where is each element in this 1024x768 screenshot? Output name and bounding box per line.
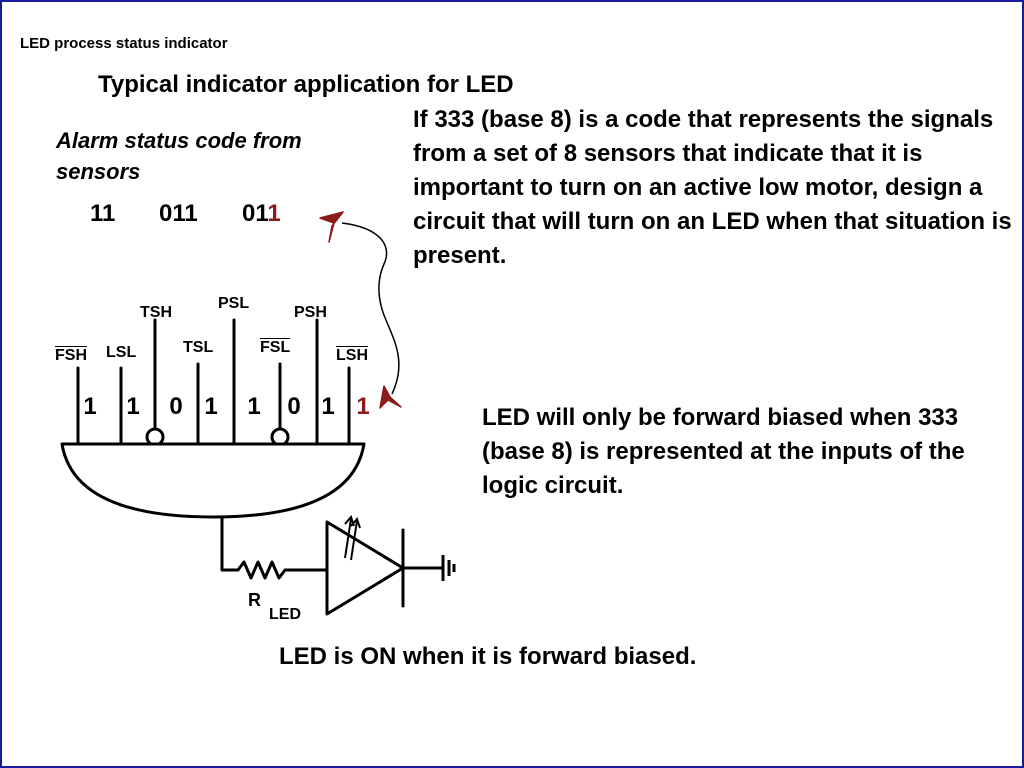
light-emission-arrows — [344, 515, 361, 561]
alarm-code-group-1: 11 — [90, 200, 116, 227]
arrow-to-alarm-code-icon — [319, 211, 344, 243]
sensor-label-tsl: TSL — [183, 339, 214, 356]
alarm-code-group-3: 011 — [242, 200, 281, 228]
led-on-note: LED is ON when it is forward biased. — [279, 643, 697, 670]
resistor-label: R — [248, 590, 261, 610]
slide-title: Typical indicator application for LED — [98, 71, 514, 98]
problem-statement: If 333 (base 8) is a code that represent… — [413, 106, 1012, 269]
arrow-to-input-bit-icon — [379, 385, 402, 409]
input-bit-6: 0 — [287, 393, 301, 420]
slide-header: LED process status indicator — [20, 35, 228, 52]
input-bit-3: 0 — [169, 393, 183, 420]
input-bit-2: 1 — [126, 393, 140, 420]
and-gate-body — [60, 442, 366, 519]
input-bit-7: 1 — [321, 393, 335, 420]
sensor-label-lsh: LSH — [336, 347, 368, 364]
gate-output-wire — [220, 515, 240, 572]
sensor-label-fsl: FSL — [260, 339, 291, 356]
led-diode-symbol — [325, 520, 405, 616]
alarm-status-label: Alarm status code from sensors — [56, 128, 302, 184]
sensor-label-lsl: LSL — [106, 344, 137, 361]
led-forward-bias-note: LED will only be forward biased when 333… — [482, 404, 965, 499]
input-bit-5: 1 — [247, 393, 261, 420]
connector-curve — [341, 222, 400, 395]
sensor-label-psh: PSH — [294, 304, 327, 321]
input-bit-4: 1 — [204, 393, 218, 420]
sensor-label-tsh: TSH — [140, 304, 172, 321]
resistor-symbol — [236, 560, 329, 580]
input-bit-1: 1 — [83, 393, 97, 420]
alarm-code-highlight-bit: 1 — [267, 200, 281, 227]
sensor-label-fsh: FSH — [55, 347, 87, 364]
input-bit-8-highlight: 1 — [356, 393, 370, 420]
resistor-label-subscript: LED — [269, 606, 301, 623]
sensor-label-psl: PSL — [218, 295, 250, 312]
alarm-code-group-2: 011 — [159, 200, 198, 227]
ground-icon — [441, 555, 456, 581]
alarm-code-group-3-prefix: 01 — [242, 200, 268, 227]
